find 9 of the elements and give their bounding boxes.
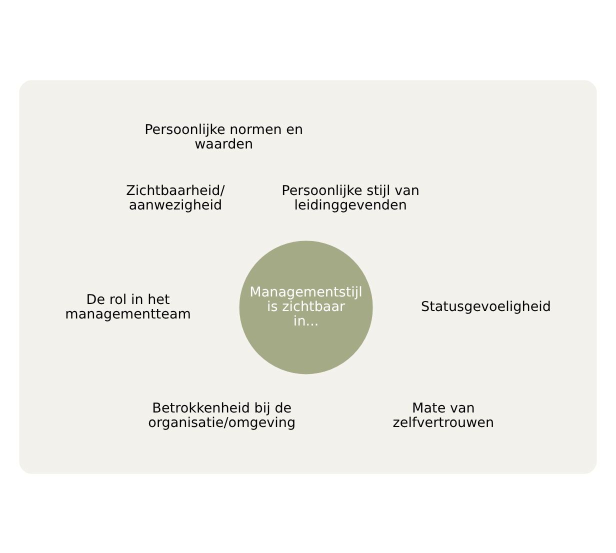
label: Mate van zelfvertrouwen bbox=[392, 400, 494, 431]
label: Persoonlijke normen en waarden bbox=[144, 122, 304, 152]
label: Betrokkenheid bij de organisatie/omgeving bbox=[148, 400, 296, 431]
label: Persoonlijke stijl van leidinggevenden bbox=[282, 182, 420, 213]
label: Statusgevoeligheid bbox=[421, 298, 552, 315]
cluster bbox=[19, 80, 597, 474]
node-circle: Managementstijl is zichtbaar in... bbox=[239, 240, 373, 374]
label: De rol in het managementteam bbox=[65, 291, 191, 322]
label: Zichtbaarheid/ aanwezigheid bbox=[126, 182, 225, 213]
